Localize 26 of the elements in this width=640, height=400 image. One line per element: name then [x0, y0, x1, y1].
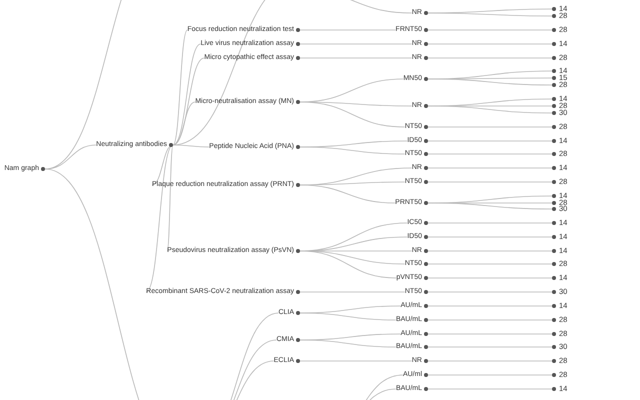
tree-link — [300, 102, 406, 128]
tree-link — [172, 102, 196, 146]
tree-link — [172, 30, 188, 146]
tree-link — [428, 140, 552, 142]
tree-link — [428, 374, 552, 376]
tree-link — [428, 346, 552, 348]
tree-link — [428, 236, 552, 238]
tree-link — [300, 184, 396, 204]
tree-link — [428, 78, 552, 86]
tree-link — [428, 126, 552, 128]
tree-link — [166, 144, 174, 252]
tree-link — [146, 144, 174, 292]
tree-link — [300, 340, 396, 348]
tree-link — [300, 312, 396, 320]
tree-link — [172, 44, 202, 146]
tree-link — [428, 12, 552, 16]
tree-link — [428, 202, 552, 210]
tree-link — [300, 146, 406, 154]
tree-link — [300, 360, 412, 362]
tree-link — [428, 250, 552, 252]
tree-link — [428, 222, 552, 224]
tree-link — [300, 250, 397, 278]
tree-link — [428, 388, 552, 390]
tree-link — [172, 144, 210, 148]
tree-link — [428, 106, 552, 114]
tree-link — [428, 360, 552, 362]
